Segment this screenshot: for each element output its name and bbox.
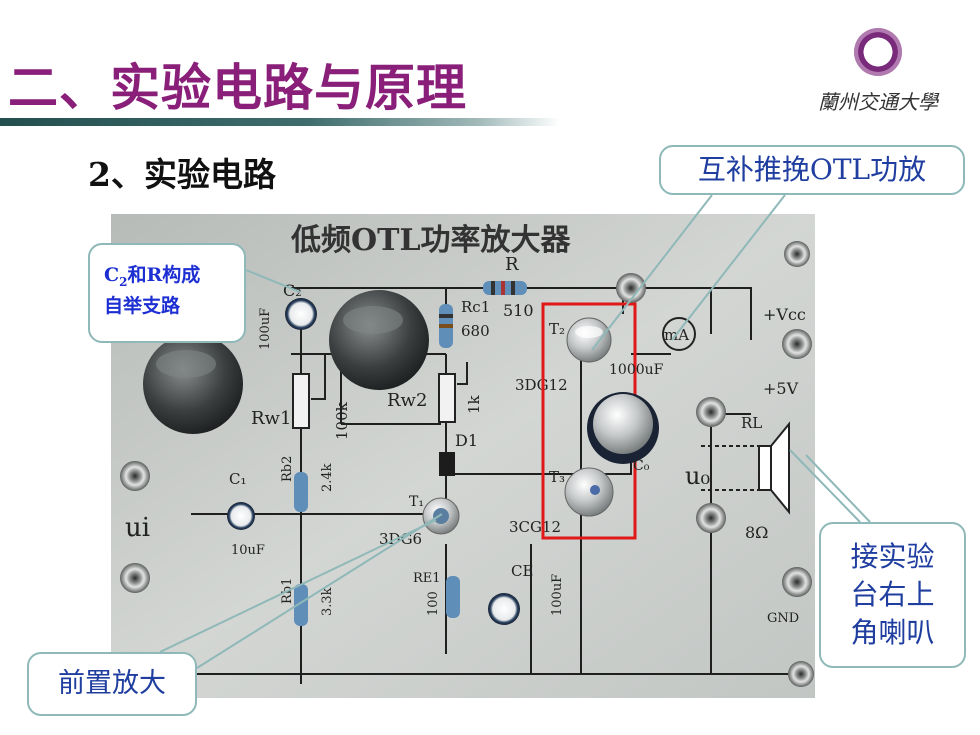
university-seal-icon: [854, 28, 902, 76]
label-5v: +5V: [763, 379, 799, 398]
transistor-t3: [564, 467, 614, 517]
label-t2-model: 3DG12: [515, 376, 568, 394]
university-name: 蘭州交通大學: [818, 90, 938, 114]
label-rc1-value: 680: [461, 322, 490, 340]
callout-c2-suffix: 和R构成: [127, 264, 201, 286]
label-rb2-value: 2.4k: [320, 463, 335, 492]
transistor-t2: [566, 317, 612, 363]
label-re1-value: 100: [426, 591, 441, 616]
label-vcc: +Vcc: [763, 305, 806, 324]
callout-bootstrap-line1: C2和R构成: [104, 263, 244, 294]
board-title: 低频OTL功率放大器: [290, 223, 572, 258]
label-c0: C₀: [633, 458, 650, 474]
callout-speaker-connection: 接实验 台右上 角喇叭: [819, 522, 966, 668]
label-rl: RL: [741, 414, 762, 432]
callout-c2-prefix: C: [104, 264, 120, 286]
label-8ohm: 8Ω: [745, 523, 768, 542]
label-rb1: Rb1: [280, 578, 295, 604]
label-r: R: [505, 254, 519, 275]
callout-c2-subscript: 2: [119, 274, 128, 289]
label-t3: T₃: [549, 468, 565, 486]
resistor-re1: [446, 576, 460, 618]
callout-bootstrap-branch: C2和R构成 自举支路: [88, 243, 246, 343]
callout-speaker-line1: 接实验: [850, 540, 935, 573]
label-t2: T₂: [549, 320, 565, 338]
label-t3-model: 3CG12: [509, 518, 561, 536]
callout-bootstrap-line2: 自举支路: [104, 294, 181, 317]
label-ma: mA: [664, 326, 689, 344]
label-rb2: Rb2: [280, 456, 295, 482]
label-ce: CE: [511, 562, 533, 580]
transistor-t1: [422, 497, 460, 535]
label-ui: ui: [125, 513, 150, 543]
speaker-symbol: [758, 421, 790, 515]
callout-otl-amplifier: 互补推挽OTL功放: [659, 145, 965, 195]
label-c0-value: 1000uF: [609, 362, 664, 378]
diode-d1: [439, 452, 455, 476]
label-t1-model: 3DG6: [379, 530, 422, 548]
capacitor-c2: [285, 298, 317, 330]
label-rw1: Rw1: [251, 408, 291, 429]
resistor-rb2: [294, 472, 308, 512]
resistor-rc1: [439, 304, 453, 348]
callout-speaker-line2: 台右上: [850, 578, 935, 611]
knob-rw1-left: [143, 334, 243, 434]
pot-rw2: [438, 362, 468, 423]
capacitor-c1: [227, 502, 255, 530]
knob-rw2-center: [329, 290, 429, 390]
label-rw2-value: 1k: [465, 394, 483, 414]
label-gnd: GND: [767, 611, 799, 626]
label-rw1-value: 100k: [333, 401, 351, 440]
label-c1: C₁: [229, 470, 247, 488]
label-rb1-value: 3.3k: [320, 587, 335, 616]
pot-rw1: [292, 354, 326, 429]
label-rw2: Rw2: [387, 390, 427, 411]
label-c2-value: 100uF: [258, 308, 273, 350]
capacitor-c0: [587, 392, 659, 464]
resistor-r: [483, 281, 527, 295]
label-rc1: Rc1: [461, 298, 490, 316]
section-subtitle: 2、实验电路: [88, 155, 276, 194]
label-c1-value: 10uF: [231, 543, 265, 558]
resistor-rb1: [294, 584, 308, 626]
label-re1: RE1: [413, 571, 441, 586]
output-bracket: [701, 445, 759, 491]
callout-preamplifier: 前置放大: [27, 652, 197, 716]
label-ce-value: 100uF: [550, 574, 565, 616]
slide-title: 二、实验电路与原理: [8, 58, 467, 117]
label-r-value: 510: [503, 301, 534, 320]
label-d1: D1: [455, 431, 478, 450]
capacitor-ce: [488, 593, 520, 625]
callout-speaker-line3: 角喇叭: [850, 616, 935, 649]
label-c2: C₂: [283, 281, 302, 300]
title-underline: [0, 118, 560, 126]
university-logo: 蘭州交通大學: [808, 28, 948, 128]
label-uo: u₀: [685, 462, 710, 490]
label-t1: T₁: [409, 494, 424, 510]
